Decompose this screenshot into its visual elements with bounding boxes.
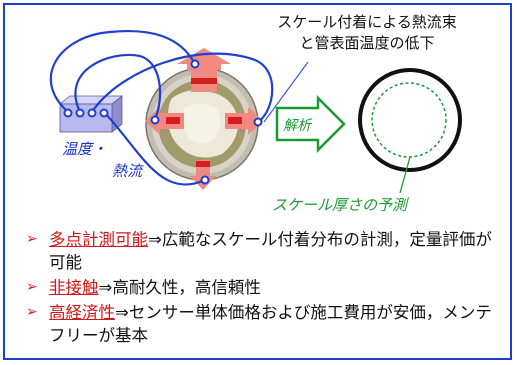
heat-flux-arrow-up (177, 48, 231, 92)
feature-keyword: 非接触 (49, 278, 99, 297)
connector-dots (63, 59, 263, 185)
feature-item-multipoint: ➢ 多点計測可能⇒広範なスケール付着分布の計測，定量評価が可能 (26, 228, 504, 274)
scale-thickness-prediction-label: スケール厚さの予測 (272, 196, 408, 214)
annotation-line-1: スケール付着による熱流束 (277, 13, 457, 31)
pipe-cross-section (145, 67, 259, 181)
arrow-bullet-icon: ➢ (26, 279, 38, 295)
heat-flux-arrow-right (225, 107, 263, 135)
analysis-label: 解析 (283, 118, 311, 134)
feature-keyword: 高経済性 (49, 303, 115, 322)
arrow-bullet-icon: ➢ (26, 304, 38, 320)
annotation-line-2: と管表面温度の低下 (299, 34, 435, 52)
temp-label: 温度・ (62, 140, 108, 158)
scale-effect-annotation: スケール付着による熱流束 と管表面温度の低下 (236, 12, 498, 54)
analysis-arrow (275, 94, 346, 154)
feature-text: ⇒高耐久性，高信頼性 (98, 278, 261, 297)
feature-item-economy: ➢ 高経済性⇒センサー単体価格および施工費用が安価，メンテフリーが基本 (26, 301, 504, 347)
prediction-pointer (399, 156, 411, 194)
feature-text: ⇒センサー単体価格および施工費用が安価，メンテフリーが基本 (49, 303, 492, 345)
feature-text: ⇒広範なスケール付着分布の計測，定量評価が可能 (49, 230, 492, 272)
feature-list: ➢ 多点計測可能⇒広範なスケール付着分布の計測，定量評価が可能 ➢ 非接触⇒高耐… (26, 228, 504, 349)
heat-label: 熱流 (112, 162, 143, 180)
feature-item-noncontact: ➢ 非接触⇒高耐久性，高信頼性 (26, 276, 504, 299)
annotation-pointer (263, 61, 309, 123)
arrow-bullet-icon: ➢ (26, 231, 38, 247)
figure-frame (3, 3, 512, 360)
sensor-wires (49, 29, 274, 186)
scale-prediction-circle (358, 68, 462, 194)
feature-keyword: 多点計測可能 (49, 230, 148, 249)
